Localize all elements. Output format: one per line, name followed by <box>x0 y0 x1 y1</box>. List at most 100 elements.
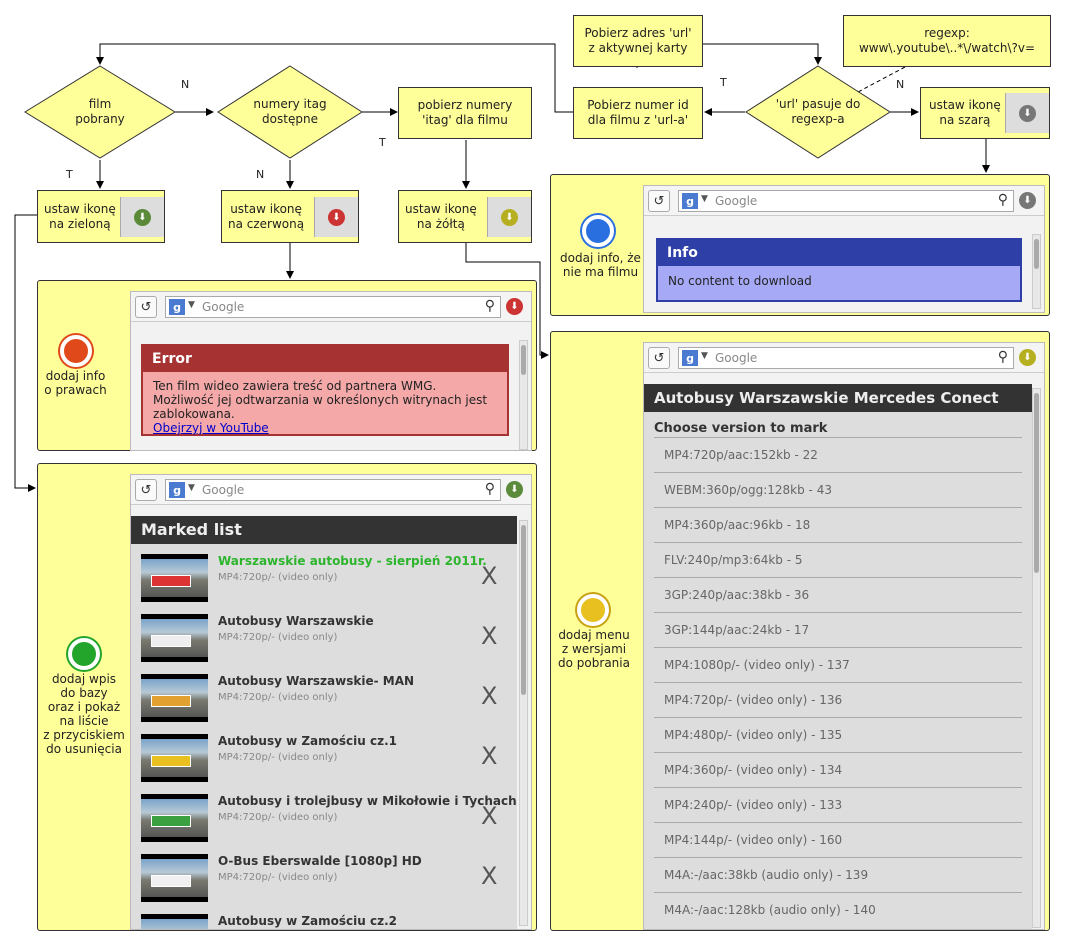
video-thumbnail <box>141 734 208 782</box>
info-box: Info No content to download <box>656 238 1022 302</box>
choose-version-heading: Choose version to mark <box>654 421 828 436</box>
error-panel-caption: dodaj info o prawach <box>44 369 107 397</box>
error-text: Ten film wideo zawiera treść od partnera… <box>153 379 488 421</box>
google-icon: g <box>682 350 698 366</box>
reload-button[interactable]: ↺ <box>135 479 157 501</box>
video-thumbnail <box>141 614 208 662</box>
branch-label-t: T <box>720 76 727 89</box>
extension-download-icon[interactable]: ⬇ <box>1019 192 1036 209</box>
set-grey-label: ustaw ikonę na szarą <box>929 98 1001 127</box>
error-panel: dodaj info o prawach ↺ g ▼ Google ⚲ ⬇ Er… <box>37 280 537 451</box>
google-icon: g <box>169 299 185 315</box>
version-option[interactable]: WEBM:360p/ogg:128kb - 43 <box>654 472 1022 507</box>
version-panel-caption: dodaj menu z wersjami do pobrania <box>558 628 630 670</box>
yellow-status-icon <box>577 594 609 626</box>
info-title: Info <box>658 240 1020 266</box>
version-option[interactable]: MP4:720p/aac:152kb - 22 <box>654 437 1022 472</box>
dropdown-arrow-icon: ▼ <box>188 300 195 310</box>
version-option[interactable]: MP4:144p/- (video only) - 160 <box>654 822 1022 857</box>
marked-item: Autobusy w Zamościu cz.1 MP4:720p/- (vid… <box>141 734 511 789</box>
version-option[interactable]: 3GP:144p/aac:24kb - 17 <box>654 612 1022 647</box>
version-option[interactable]: MP4:240p/- (video only) - 133 <box>654 787 1022 822</box>
search-icon: ⚲ <box>484 481 495 497</box>
dropdown-arrow-icon: ▼ <box>701 194 708 204</box>
browser-popup: ↺ g ▼ Google ⚲ ⬇ Info No content to down… <box>643 185 1045 313</box>
green-status-icon <box>68 638 100 670</box>
version-option[interactable]: MP4:360p/aac:96kb - 18 <box>654 507 1022 542</box>
reload-button[interactable]: ↺ <box>135 296 157 318</box>
get-url-step: Pobierz adres 'url' z aktywnej karty <box>573 15 703 67</box>
set-red-step: ustaw ikonę na czerwoną ⬇ <box>221 190 359 243</box>
download-icon-grey: ⬇ <box>1019 104 1036 122</box>
video-thumbnail <box>141 794 208 842</box>
get-id-step: Pobierz numer id dla filmu z 'url-a' <box>573 87 703 139</box>
dropdown-arrow-icon: ▼ <box>701 351 708 361</box>
error-box: Error Ten film wideo zawiera treść od pa… <box>141 344 509 436</box>
set-yellow-step: ustaw ikonę na żółtą ⬇ <box>398 190 532 243</box>
download-icon-green: ⬇ <box>134 208 151 226</box>
search-input[interactable]: g ▼ Google ⚲ <box>678 190 1014 212</box>
download-icon-yellow: ⬇ <box>501 208 518 226</box>
marked-list-header: Marked list <box>131 516 517 544</box>
regexp-note: regexp: www\.youtube\..*\/watch\?v= <box>843 15 1051 67</box>
watch-on-youtube-link[interactable]: Obejrzyj w YouTube <box>153 421 269 435</box>
blue-status-icon <box>582 215 614 247</box>
video-thumbnail <box>141 914 208 929</box>
search-input[interactable]: g ▼ Google ⚲ <box>678 347 1014 369</box>
search-input[interactable]: g ▼ Google ⚲ <box>165 296 501 318</box>
marked-item: Autobusy Warszawskie- MAN MP4:720p/- (vi… <box>141 674 511 729</box>
branch-label-n: N <box>256 168 265 181</box>
marked-list-panel: dodaj wpis do bazy oraz i pokaż na liści… <box>37 463 537 931</box>
marked-item: O-Bus Eberswalde [1080p] HD MP4:720p/- (… <box>141 854 511 909</box>
remove-button[interactable]: X <box>481 682 498 710</box>
set-red-label: ustaw ikonę na czerwoną <box>228 201 305 231</box>
google-icon: g <box>682 193 698 209</box>
download-icon-red: ⬇ <box>328 208 345 226</box>
remove-button[interactable]: X <box>481 562 498 590</box>
remove-button[interactable]: X <box>481 802 498 830</box>
version-menu-panel: dodaj menu z wersjami do pobrania ↺ g ▼ … <box>550 331 1050 931</box>
remove-button[interactable]: X <box>481 862 498 890</box>
marked-item: Autobusy i trolejbusy w Mikołowie i Tych… <box>141 794 517 849</box>
reload-button[interactable]: ↺ <box>648 190 670 212</box>
version-option[interactable]: FLV:240p/mp3:64kb - 5 <box>654 542 1022 577</box>
extension-download-icon[interactable]: ⬇ <box>1019 349 1036 366</box>
marked-item: Warszawskie autobusy - sierpień 2011r. M… <box>141 554 511 609</box>
branch-label-t: T <box>379 136 386 149</box>
video-thumbnail <box>141 554 208 602</box>
info-panel-caption: dodaj info, że nie ma filmu <box>560 251 641 279</box>
extension-download-icon[interactable]: ⬇ <box>506 298 523 315</box>
film-downloaded-decision: film pobrany <box>75 97 125 126</box>
browser-popup: ↺ g ▼ Google ⚲ ⬇ Autobusy Warszawskie Me… <box>643 342 1045 930</box>
marked-item: Autobusy w Zamościu cz.2 <box>141 914 511 929</box>
reload-button[interactable]: ↺ <box>648 347 670 369</box>
version-option[interactable]: 3GP:240p/aac:38kb - 36 <box>654 577 1022 612</box>
extension-download-icon[interactable]: ⬇ <box>506 481 523 498</box>
error-title: Error <box>143 346 507 372</box>
remove-button[interactable]: X <box>481 622 498 650</box>
set-green-step: ustaw ikonę na zieloną ⬇ <box>37 190 165 243</box>
marked-item: Autobusy Warszawskie MP4:720p/- (video o… <box>141 614 511 669</box>
url-matches-decision: 'url' pasuje do regexp-a <box>775 97 861 126</box>
version-option[interactable]: MP4:720p/- (video only) - 136 <box>654 682 1022 717</box>
version-option[interactable]: MP4:1080p/- (video only) - 137 <box>654 647 1022 682</box>
red-status-icon <box>60 335 92 367</box>
set-yellow-label: ustaw ikonę na żółtą <box>405 201 477 231</box>
search-icon: ⚲ <box>997 349 1008 365</box>
branch-label-t: T <box>66 168 73 181</box>
itags-available-decision: numery itag dostępne <box>253 97 327 126</box>
search-input[interactable]: g ▼ Google ⚲ <box>165 479 501 501</box>
version-option[interactable]: MP4:480p/- (video only) - 135 <box>654 717 1022 752</box>
browser-popup: ↺ g ▼ Google ⚲ ⬇ Error Ten film wideo za… <box>130 291 532 451</box>
video-title-header: Autobusy Warszawskie Mercedes Conect <box>644 384 1032 412</box>
google-icon: g <box>169 482 185 498</box>
remove-button[interactable]: X <box>481 742 498 770</box>
video-thumbnail <box>141 674 208 722</box>
version-option[interactable]: MP4:360p/- (video only) - 134 <box>654 752 1022 787</box>
branch-label-n: N <box>181 78 190 91</box>
search-icon: ⚲ <box>997 192 1008 208</box>
video-thumbnail <box>141 854 208 902</box>
version-option[interactable]: M4A:-/aac:38kb (audio only) - 139 <box>654 857 1022 892</box>
version-option[interactable]: M4A:-/aac:128kb (audio only) - 140 <box>654 892 1022 927</box>
